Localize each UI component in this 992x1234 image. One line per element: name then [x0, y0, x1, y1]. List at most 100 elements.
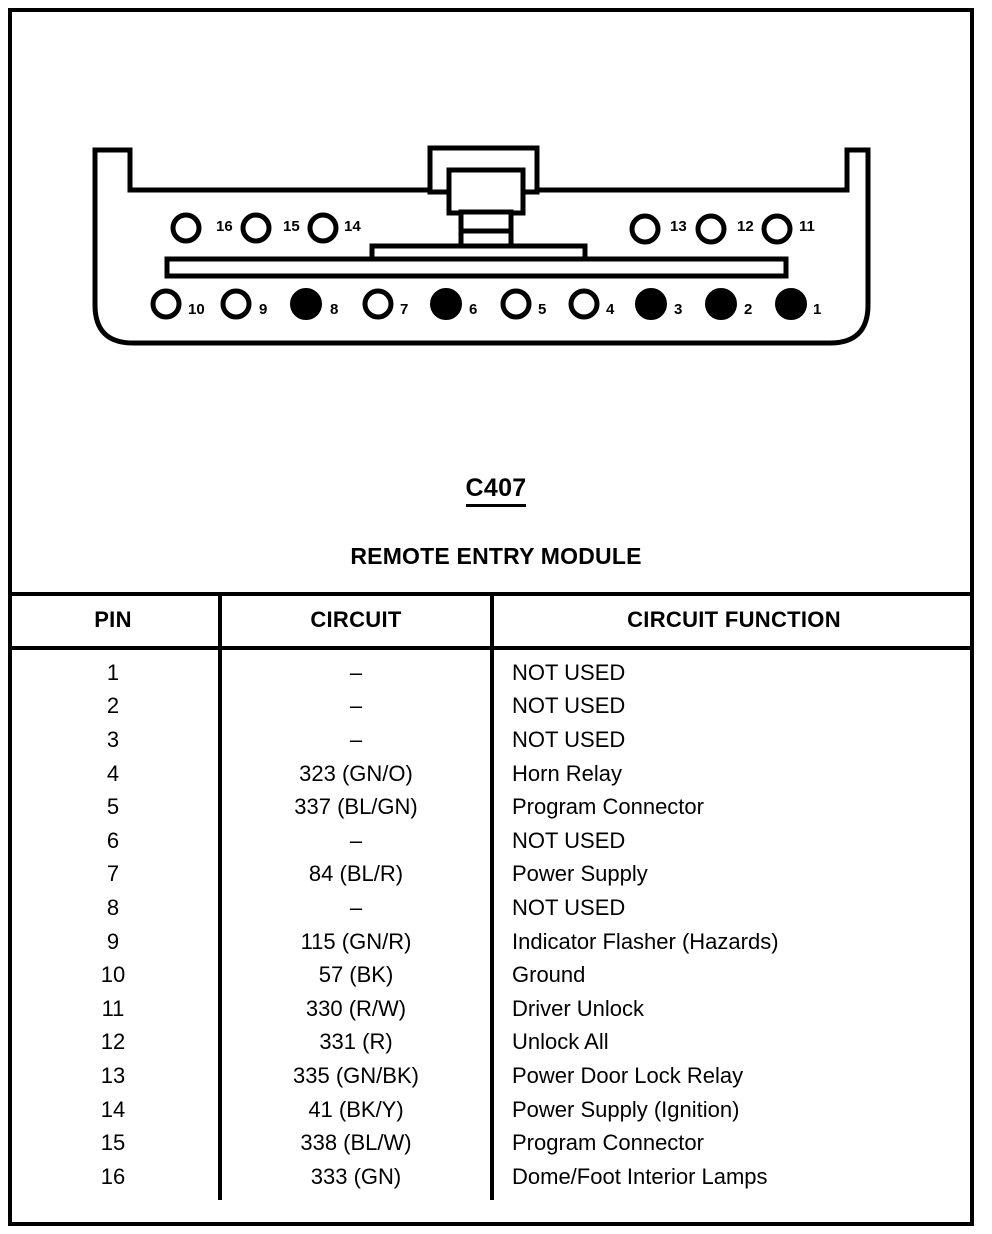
pin-cavity-10 [150, 288, 182, 320]
cell-circuit: 115 (GN/R) [218, 924, 492, 959]
cell-circuit-function: Horn Relay [490, 756, 974, 791]
pin-cavity-6 [430, 288, 462, 320]
cell-circuit-function: Indicator Flasher (Hazards) [490, 924, 974, 959]
cell-pin: 3 [106, 726, 120, 752]
cell-circuit: 331 (R) [218, 1025, 492, 1060]
table-bottom-rule [8, 1222, 974, 1226]
pin-number-2: 2 [744, 301, 753, 318]
pin-number-12: 12 [737, 218, 754, 235]
cell-circuit-function: Dome/Foot Interior Lamps [490, 1159, 974, 1200]
pin-cavity-7 [362, 288, 394, 320]
pin-number-3: 3 [674, 301, 683, 318]
pin-cavity-12 [695, 213, 727, 245]
connector-diagram: 16 15 14 13 12 11 10 9 8 7 6 5 4 3 2 1 [0, 0, 992, 580]
column-header-circuit: CIRCUIT [218, 592, 492, 650]
table-row: 13 335 (GN/BK)Power Door Lock Relay [8, 1059, 974, 1093]
cell-pin: 9 [106, 928, 120, 954]
cell-pin: 1 [106, 659, 120, 685]
cell-circuit-function: Driver Unlock [490, 991, 974, 1026]
connector-tab-inner [446, 167, 526, 216]
cell-circuit-function: Ground [490, 958, 974, 992]
cell-circuit: 84 (BL/R) [218, 857, 492, 892]
pin-number-11: 11 [799, 218, 815, 235]
cell-circuit-function: NOT USED [490, 823, 974, 858]
pin-number-16: 16 [216, 218, 233, 235]
cell-circuit: 338 (BL/W) [218, 1126, 492, 1160]
pin-number-4: 4 [606, 301, 615, 318]
table-row: 14 41 (BK/Y)Power Supply (Ignition) [8, 1092, 974, 1127]
connector-name-caption: REMOTE ENTRY MODULE [350, 543, 642, 569]
cell-circuit: – [218, 823, 492, 858]
connector-id-text: C407 [465, 474, 527, 507]
connector-id-caption: C407 [0, 474, 992, 507]
table-row: 9 115 (GN/R)Indicator Flasher (Hazards) [8, 924, 974, 959]
cell-pin: 16 [100, 1163, 126, 1189]
pin-number-15: 15 [283, 218, 300, 235]
pin-number-13: 13 [670, 218, 687, 235]
pin-number-8: 8 [330, 301, 339, 318]
table-header: PIN CIRCUIT CIRCUIT FUNCTION [8, 592, 974, 650]
cell-circuit-function: Power Supply [490, 857, 974, 892]
cell-circuit: 337 (BL/GN) [218, 790, 492, 824]
cell-circuit-function: NOT USED [490, 891, 974, 925]
column-header-pin: PIN [8, 592, 220, 650]
cell-pin: 8 [106, 894, 120, 920]
table-row: 8 –NOT USED [8, 891, 974, 925]
pin-number-7: 7 [400, 301, 409, 318]
cell-circuit: 333 (GN) [218, 1159, 492, 1200]
cell-circuit: – [218, 891, 492, 925]
table-header-row: PIN CIRCUIT CIRCUIT FUNCTION [8, 592, 974, 650]
pin-cavity-2 [705, 288, 737, 320]
pin-number-10: 10 [188, 301, 205, 318]
cell-circuit-function: Power Door Lock Relay [490, 1059, 974, 1093]
cell-pin: 6 [106, 827, 120, 853]
table-row: 10 57 (BK)Ground [8, 958, 974, 992]
pin-cavity-13 [629, 213, 661, 245]
table-row: 3 –NOT USED [8, 723, 974, 757]
cell-pin: 13 [100, 1062, 126, 1088]
cell-circuit: 41 (BK/Y) [218, 1092, 492, 1127]
cell-circuit: 57 (BK) [218, 958, 492, 992]
table-row: 2–NOT USED [8, 689, 974, 724]
column-header-circuit-function: CIRCUIT FUNCTION [490, 592, 974, 650]
pin-number-6: 6 [469, 301, 478, 318]
pin-number-5: 5 [538, 301, 547, 318]
pin-cavity-5 [500, 288, 532, 320]
cell-pin: 14 [100, 1096, 126, 1122]
connector-latch-rail [164, 256, 789, 279]
pin-cavity-1 [775, 288, 807, 320]
cell-circuit-function: NOT USED [490, 723, 974, 757]
table-row: 4 323 (GN/O)Horn Relay [8, 756, 974, 791]
connector-drawing [92, 145, 871, 346]
table-row: 16 333 (GN)Dome/Foot Interior Lamps [8, 1159, 974, 1200]
pin-cavity-14 [307, 212, 339, 244]
cell-pin: 15 [100, 1130, 126, 1156]
cell-pin: 7 [106, 861, 120, 887]
cell-circuit: 335 (GN/BK) [218, 1059, 492, 1093]
table-row: 11 330 (R/W)Driver Unlock [8, 991, 974, 1026]
cell-pin: 4 [106, 760, 120, 786]
pin-cavity-15 [240, 212, 272, 244]
cell-pin: 11 [101, 995, 125, 1021]
cell-pin: 12 [100, 1029, 126, 1055]
pin-number-9: 9 [259, 301, 268, 318]
pin-cavity-3 [635, 288, 667, 320]
cell-circuit-function: Power Supply (Ignition) [490, 1092, 974, 1127]
pin-cavity-9 [220, 288, 252, 320]
cell-circuit-function: Program Connector [490, 790, 974, 824]
cell-circuit: 323 (GN/O) [218, 756, 492, 791]
cell-circuit-function: NOT USED [490, 689, 974, 724]
cell-circuit: 330 (R/W) [218, 991, 492, 1026]
cell-pin: 2 [106, 693, 120, 719]
table-row: 6 –NOT USED [8, 823, 974, 858]
cell-pin: 10 [100, 962, 126, 988]
cell-circuit: – [218, 723, 492, 757]
cell-circuit: – [218, 648, 492, 690]
table-row: 1–NOT USED [8, 648, 974, 690]
